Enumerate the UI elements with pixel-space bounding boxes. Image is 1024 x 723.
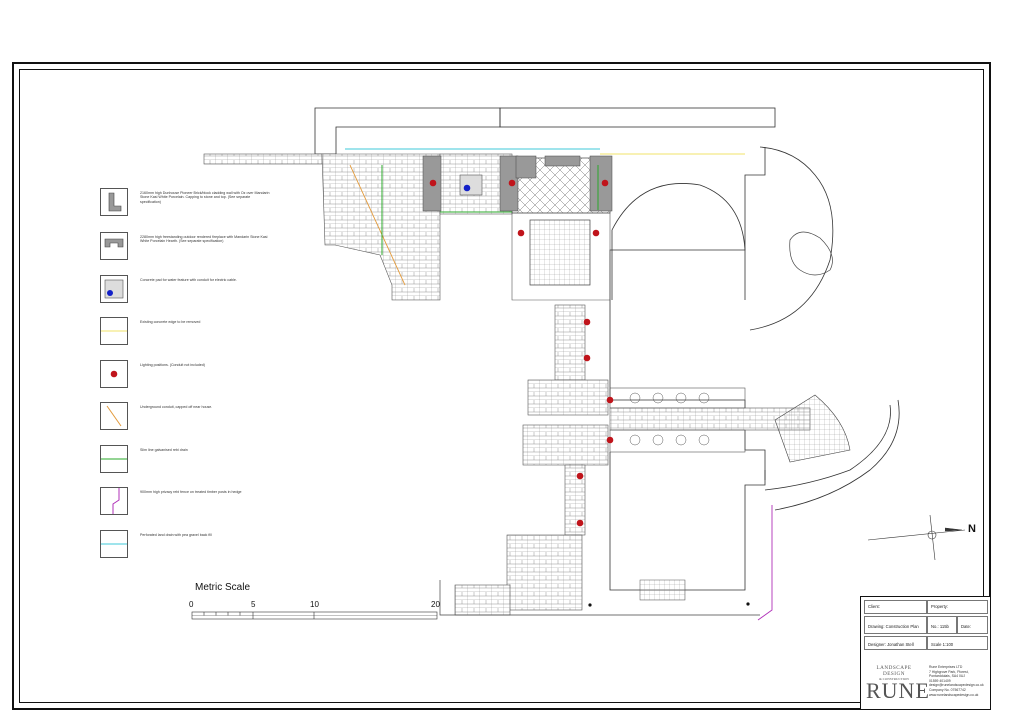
legend-item-water-feature: Concrete pad for water feature with cond… bbox=[100, 275, 340, 305]
house-wall-outline bbox=[499, 107, 776, 128]
north-label: N bbox=[968, 523, 976, 535]
lower-lawn-outline bbox=[609, 452, 766, 591]
legend-item-lighting: Lighting positions. (Conduit not include… bbox=[100, 360, 340, 390]
outer-curve-2 bbox=[774, 399, 900, 511]
scale-label: 10 bbox=[310, 600, 319, 609]
bottom-planter bbox=[639, 579, 686, 601]
paving-path-1 bbox=[554, 304, 586, 381]
privacy-fence-line bbox=[757, 505, 773, 621]
company-address: 7 Highgrove Park, Fforest, Pontarddulais… bbox=[929, 669, 969, 679]
legend-item-fence: 900mm high privacy rebi fence on treated… bbox=[100, 487, 340, 517]
logo-line-2: & CONSTRUCTION bbox=[879, 677, 909, 681]
company-details: Rune Enterprises LTD 7 Highgrove Park, F… bbox=[929, 665, 989, 697]
company-number: Company No. 07567742 bbox=[929, 687, 966, 692]
designer-field: Designer: Jonathan Stell bbox=[864, 636, 927, 650]
lighting-dot-icon bbox=[100, 360, 128, 388]
company-phone: 01559 401409 bbox=[929, 678, 951, 683]
legend-item-existing-edge: Existing concrete edge to be removed bbox=[100, 317, 340, 347]
legend-item-wall: 2160mm high Dunhouse Pioneer Brick/block… bbox=[100, 188, 340, 218]
legend-text: 900mm high privacy rebi fence on treated… bbox=[140, 490, 242, 494]
legend-text: Existing concrete edge to be removed bbox=[140, 320, 201, 324]
lawn-square bbox=[529, 219, 591, 286]
legend-text: 2280mm high freestanding outdoor rendere… bbox=[140, 235, 268, 244]
date-field: Date: bbox=[957, 616, 988, 634]
legend-item-conduit: Underground conduit, capped off near hou… bbox=[100, 402, 340, 432]
legend-text: Perforated land drain with pea gravel ba… bbox=[140, 533, 212, 537]
company-website: www.runelandscapedesign.co.uk bbox=[929, 692, 979, 697]
scale-label: 5 bbox=[251, 600, 256, 609]
green-line-icon bbox=[100, 445, 128, 473]
scale-bar bbox=[191, 611, 438, 620]
cyan-line-icon bbox=[100, 530, 128, 558]
drawing-field: Drawing: Construction Plan bbox=[864, 616, 927, 634]
bottom-boundary bbox=[439, 580, 760, 616]
company-logo: LANDSCAPE DESIGN & CONSTRUCTION RUNE bbox=[866, 665, 930, 703]
orange-line-icon bbox=[100, 402, 128, 430]
house-outline bbox=[314, 107, 501, 155]
scale-field: Scale 1:100 bbox=[927, 636, 988, 650]
steps-fan bbox=[774, 394, 851, 463]
legend-text: Slim line galvanised rebi drain bbox=[140, 448, 188, 452]
shrub-symbols bbox=[629, 392, 710, 446]
wall-icon bbox=[100, 188, 128, 216]
scale-label: 20 bbox=[431, 600, 440, 609]
yellow-line-icon bbox=[100, 317, 128, 345]
legend-text: Underground conduit, capped off near hou… bbox=[140, 405, 213, 409]
water-feature-dot bbox=[463, 184, 471, 192]
purple-line-icon bbox=[100, 487, 128, 515]
company-email: design@runelandscapedesign.co.uk bbox=[929, 683, 984, 688]
title-block: Client: Property: Drawing: Construction … bbox=[860, 596, 991, 710]
drawing-sheet-inner-border bbox=[19, 69, 984, 703]
client-field: Client: bbox=[864, 600, 927, 614]
legend-text: 2160mm high Dunhouse Pioneer Brick/block… bbox=[140, 191, 270, 204]
legend-item-fireplace: 2280mm high freestanding outdoor rendere… bbox=[100, 232, 340, 262]
paving-strip-top bbox=[203, 153, 323, 165]
paving-path-5 bbox=[506, 534, 583, 611]
paving-path-3 bbox=[522, 424, 609, 466]
round-feature bbox=[789, 231, 833, 276]
company-name: Rune Enterprises LTD bbox=[929, 665, 963, 669]
legend-item-land-drain: Perforated land drain with pea gravel ba… bbox=[100, 530, 340, 560]
scale-title: Metric Scale bbox=[195, 582, 251, 593]
number-field: No.: 115b bbox=[927, 616, 957, 634]
fireplace-icon bbox=[100, 232, 128, 260]
paving-path-2 bbox=[527, 379, 609, 416]
logo-line-1: LANDSCAPE DESIGN bbox=[876, 665, 912, 677]
paving-path-6 bbox=[454, 584, 511, 616]
north-arrow-icon bbox=[867, 514, 966, 561]
property-field: Property: bbox=[927, 600, 988, 614]
marker-dot bbox=[588, 603, 592, 607]
marker-dot bbox=[746, 602, 750, 606]
water-feature-icon bbox=[100, 275, 128, 303]
outer-curve bbox=[764, 404, 891, 491]
drawing-sheet-border bbox=[12, 62, 991, 710]
conduit-line bbox=[349, 164, 406, 286]
lawn-arch bbox=[611, 183, 746, 300]
boundary-outline bbox=[609, 147, 766, 480]
logo-line-3: RUNE bbox=[866, 678, 930, 703]
water-feature-pad bbox=[459, 174, 483, 196]
legend-text: Concrete pad for water feature with cond… bbox=[140, 278, 237, 282]
paving-surround bbox=[511, 212, 611, 301]
driveway-curve bbox=[749, 146, 834, 331]
scale-label: 0 bbox=[189, 600, 194, 609]
legend-text: Lighting positions. (Conduit not include… bbox=[140, 363, 205, 367]
legend-item-rebi-drain: Slim line galvanised rebi drain bbox=[100, 445, 340, 475]
lighting-positions bbox=[429, 179, 614, 527]
